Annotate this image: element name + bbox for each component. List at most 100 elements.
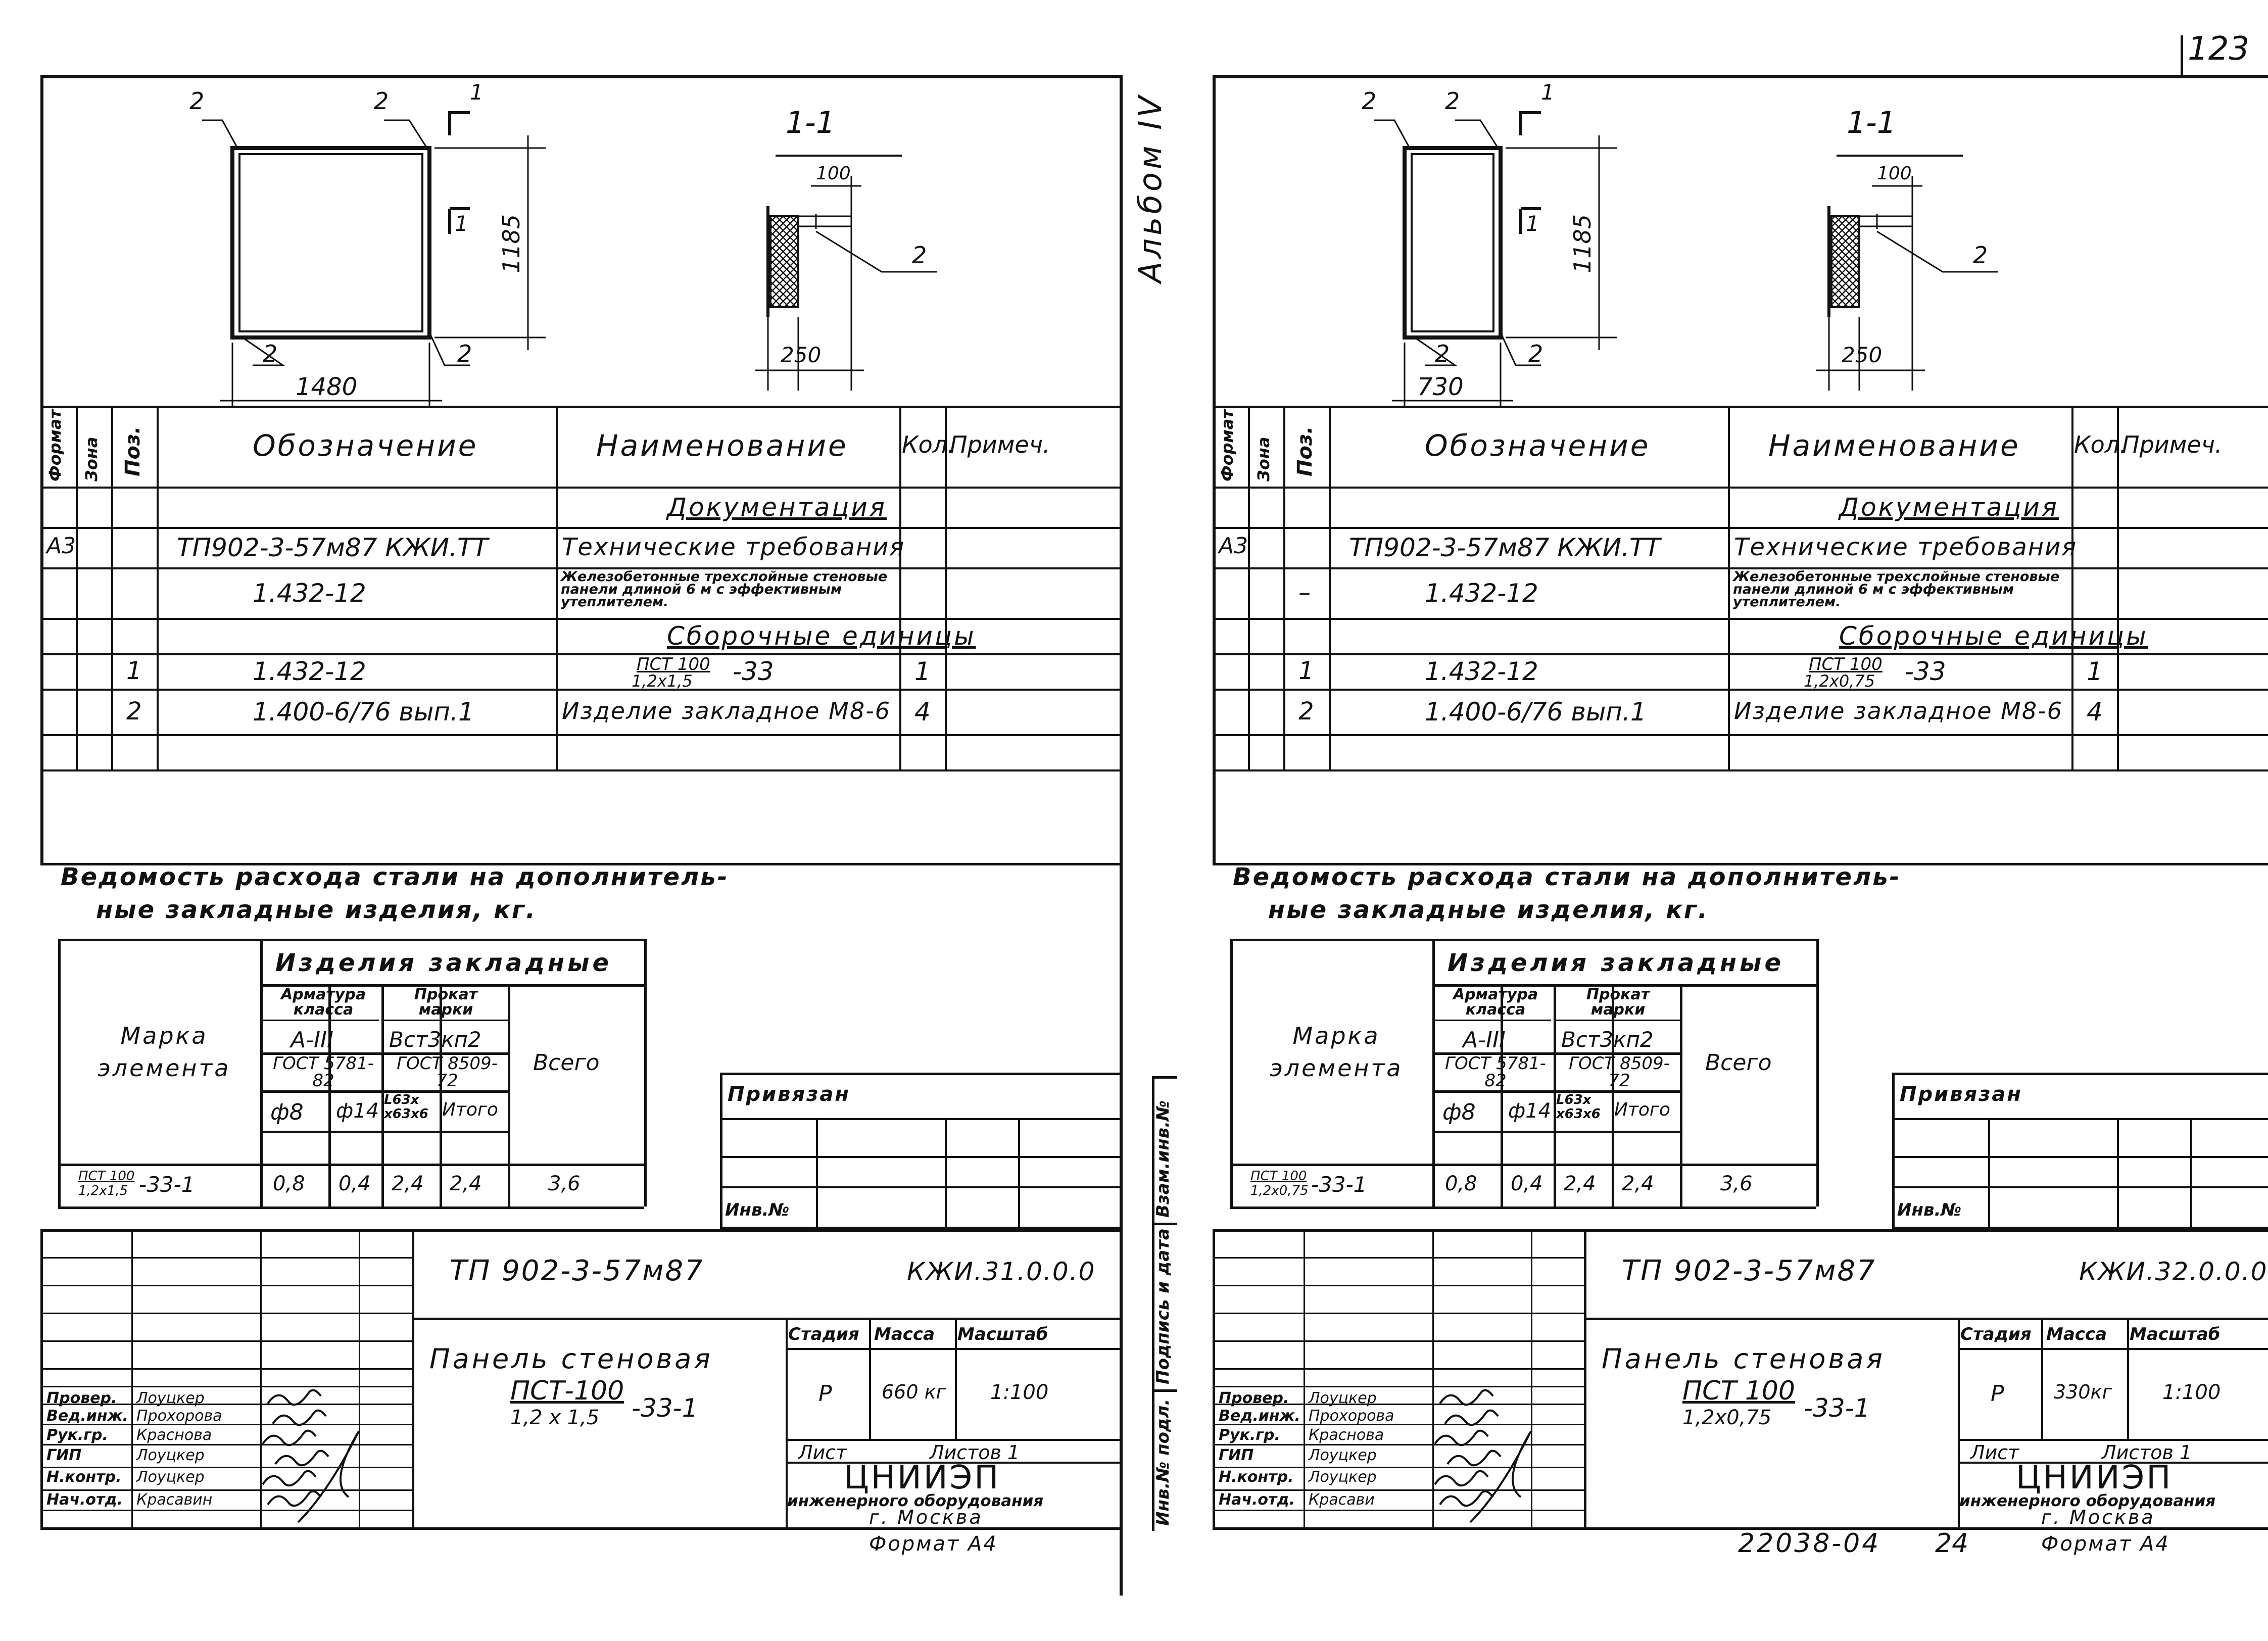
section-title: 1-1 — [1847, 105, 1896, 140]
steel-d14: ф14 — [1508, 1099, 1552, 1123]
height-dimension: 1185 — [498, 214, 525, 273]
part-label: 2 — [1528, 340, 1543, 367]
spec-cell-name-den: 1,2х1,5 — [632, 671, 693, 691]
spec-cell-section-title: Документация — [667, 493, 887, 522]
section-leader-label: 2 — [1973, 242, 1988, 269]
org-city: г. Москва — [869, 1506, 983, 1528]
section-title: 1-1 — [786, 105, 835, 140]
steel-arm-header: Арматура класса — [280, 986, 366, 1019]
spec-cell-designation: ТП902-3-57м87 КЖИ.ТТ — [177, 533, 489, 562]
title-mark-suffix: -33-1 — [1804, 1393, 1870, 1423]
height-dimension: 1185 — [1569, 214, 1596, 273]
steel-mark-suffix: -33-1 — [1311, 1172, 1367, 1197]
signer-name: Красави — [1309, 1491, 1375, 1509]
signer-name: Прохорова — [1309, 1407, 1394, 1425]
steel-d8: ф8 — [270, 1099, 304, 1125]
section-bottom-dimension: 250 — [1842, 343, 1883, 367]
part-label: 2 — [1445, 87, 1460, 115]
inv-no-label: Инв.№ — [725, 1200, 790, 1220]
signer-role: Рук.гр. — [1219, 1426, 1280, 1444]
spec-header-name: Наименование — [1768, 428, 2020, 463]
steel-prokat-mark: Вст3кп2 — [1561, 1027, 1654, 1052]
steel-arm-header: Арматура класса — [1453, 986, 1538, 1019]
title-mark-num: ПСТ-100 — [510, 1376, 624, 1406]
spec-header-designation: Обозначение — [253, 428, 478, 463]
steel-itogo: Итого — [442, 1099, 498, 1120]
signer-role: Н.контр. — [1219, 1468, 1294, 1486]
signer-role: ГИП — [1219, 1446, 1254, 1464]
spec-cell-section-title: Документация — [1839, 493, 2059, 522]
part-label: 2 — [189, 87, 205, 115]
footer-page: 24 — [1935, 1528, 1969, 1559]
spec-cell-designation: 1.432-12 — [253, 657, 366, 686]
spec-header-pos: Поз. — [1293, 426, 1317, 476]
scale-label: Масштаб — [2130, 1324, 2221, 1344]
doc-code: ТП 902-3-57м87 — [450, 1254, 704, 1287]
spec-cell-qty: 1 — [914, 657, 931, 686]
spec-cell-name-num: ПСТ 100 — [1809, 654, 1883, 674]
steel-mark-num: ПСТ 100 — [78, 1169, 135, 1184]
album-label: Альбом IV — [1132, 93, 1169, 283]
org-name: ЦНИИЭП — [844, 1459, 1001, 1497]
mass-value: 660 кг — [882, 1381, 946, 1403]
doc-code: ТП 902-3-57м87 — [1622, 1254, 1876, 1287]
spec-cell-designation: 1.400-6/76 вып.1 — [1425, 697, 1647, 727]
steel-total-header: Всего — [533, 1050, 600, 1076]
list-label: Лист — [798, 1441, 847, 1464]
spec-cell-pos: 1 — [126, 657, 142, 685]
steel-val-d14: 0,4 — [339, 1172, 371, 1195]
signer-name: Лоуцкер — [136, 1389, 205, 1407]
spec-cell-qty: 4 — [2087, 697, 2103, 727]
spec-cell-qty: 4 — [914, 697, 931, 727]
steel-val-total: 3,6 — [548, 1172, 581, 1195]
stage-label: Стадия — [1960, 1324, 2032, 1344]
signer-role: Нач.отд. — [1219, 1491, 1295, 1509]
part-label: 2 — [263, 340, 278, 367]
steel-title-line-2: ные закладные изделия, кг. — [1268, 896, 1709, 924]
scale-value: 1:100 — [2162, 1381, 2221, 1404]
section-top-dimension: 100 — [1877, 163, 1912, 184]
signer-role: Вед.инж. — [46, 1407, 128, 1425]
spec-header-pos: Поз. — [121, 426, 144, 476]
org-city: г. Москва — [2041, 1506, 2155, 1528]
steel-mark-header: Марка элемента — [1270, 1022, 1403, 1082]
steel-d8: ф8 — [1442, 1099, 1476, 1125]
steel-mark-den: 1,2х0,75 — [1250, 1183, 1309, 1198]
steel-prokat-mark: Вст3кп2 — [389, 1027, 481, 1052]
side-label-vzam: Взам.инв.№ — [1153, 1100, 1173, 1218]
spec-cell-name: Технические требования — [562, 533, 905, 561]
section-top-dimension: 100 — [816, 163, 851, 184]
spec-cell-pos: 2 — [126, 697, 142, 726]
scale-value: 1:100 — [990, 1381, 1049, 1404]
steel-val-itogo: 2,4 — [450, 1172, 482, 1195]
signer-role: Провер. — [1219, 1389, 1289, 1407]
spec-cell-name: Железобетонные трехслойные стеновые пане… — [1733, 569, 2060, 610]
steel-total-header: Всего — [1705, 1050, 1772, 1076]
scale-label: Масштаб — [957, 1324, 1048, 1344]
title-mark-den: 1,2х0,75 — [1682, 1406, 1772, 1429]
steel-angle: L63х х63х6 — [384, 1092, 428, 1122]
steel-val-total: 3,6 — [1720, 1172, 1753, 1195]
format-label: Формат А4 — [869, 1532, 998, 1556]
steel-itogo: Итого — [1614, 1099, 1670, 1120]
title-mark-suffix: -33-1 — [632, 1393, 698, 1423]
steel-gost-2: ГОСТ 8509-72 — [1569, 1053, 1670, 1091]
section-mark: 1 — [1541, 80, 1555, 105]
spec-cell-designation: 1.432-12 — [253, 578, 366, 608]
list-label: Лист — [1970, 1441, 2019, 1464]
signer-role: Нач.отд. — [46, 1491, 123, 1509]
signer-name: Краснова — [136, 1426, 212, 1444]
steel-prokat-header: Прокат марки — [414, 986, 478, 1019]
steel-arm-class: А-III — [291, 1027, 333, 1053]
steel-val-d14: 0,4 — [1511, 1172, 1543, 1195]
signer-name: Лоуцкер — [1309, 1389, 1377, 1407]
spec-cell-name: Технические требования — [1734, 533, 2078, 561]
footer-number: 22038-04 — [1738, 1528, 1881, 1559]
mass-label: Масса — [2046, 1324, 2107, 1344]
signer-role: Вед.инж. — [1219, 1407, 1300, 1425]
spec-cell-section-title: Сборочные единицы — [667, 621, 976, 651]
